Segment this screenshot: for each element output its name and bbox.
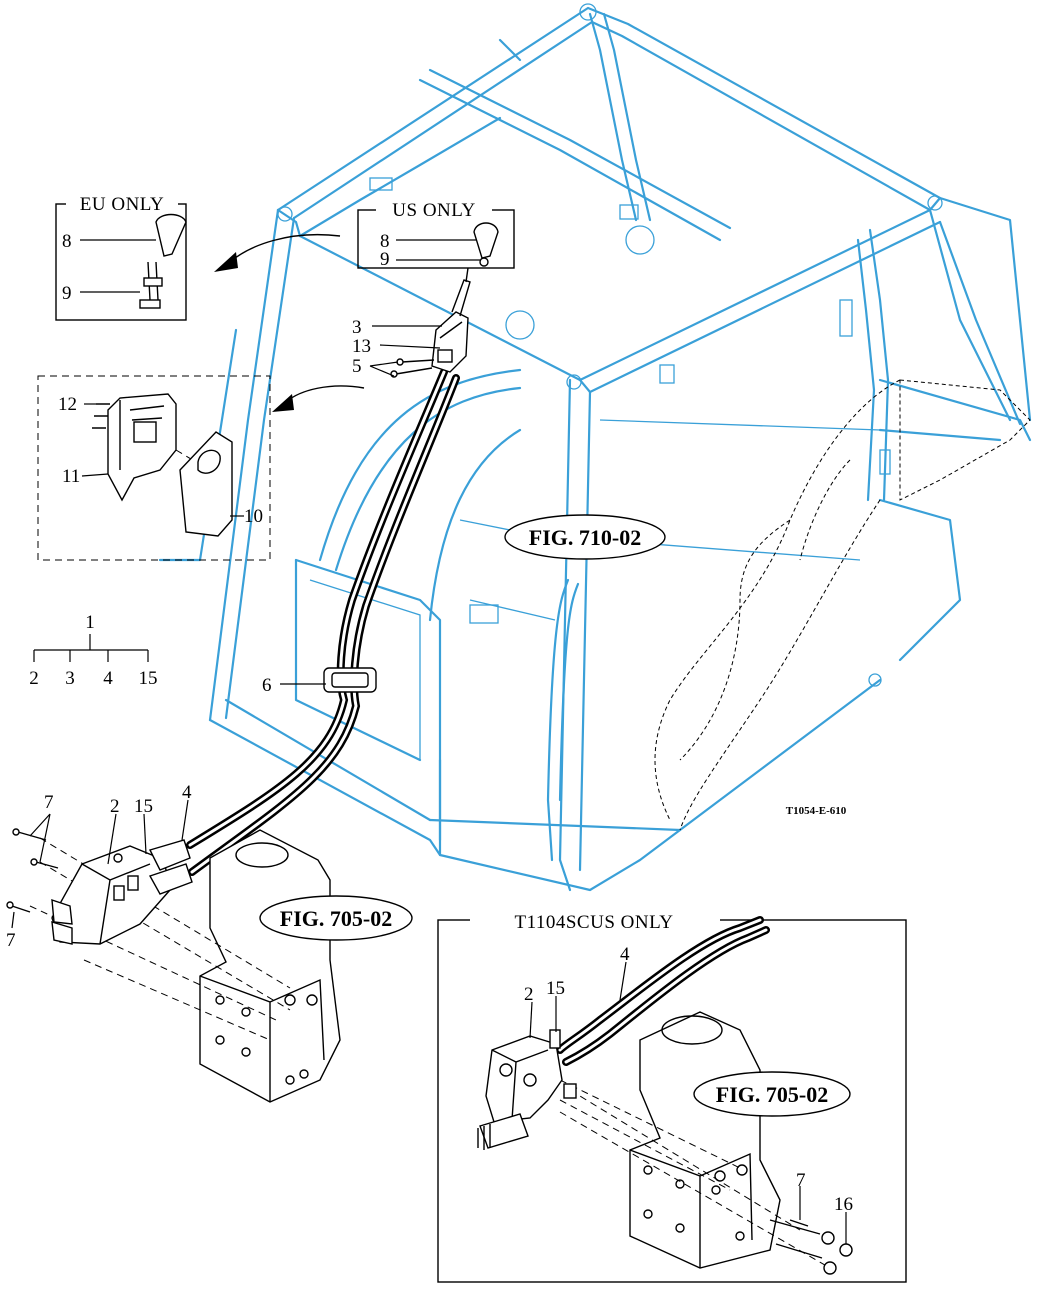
fig-710-ref: FIG. 710-02	[504, 514, 666, 560]
t1104-title: T1104SCUS ONLY	[514, 912, 673, 933]
t1104-box: T1104SCUS ONLY	[437, 908, 907, 1283]
cab-frame	[158, 3, 1032, 892]
tree-2: 2	[29, 668, 39, 689]
callout-us-9: 9	[380, 249, 390, 270]
callout-right-7: 7	[796, 1170, 806, 1191]
operator-seat-outline	[654, 379, 1031, 831]
control-lever-assembly	[431, 267, 471, 373]
callout-11: 11	[62, 466, 80, 487]
eu-only-title: EU ONLY	[80, 194, 164, 215]
lever-cover-box: 12 11 10	[37, 375, 271, 561]
fig-705-right-ref	[693, 1071, 851, 1117]
callout-left-15: 15	[134, 796, 153, 817]
callout-left-2: 2	[110, 796, 120, 817]
fig-705-left-ref: FIG. 705-02	[259, 895, 413, 941]
callout-left-4: 4	[182, 782, 192, 803]
left-valve-assembly: 7 2 15 4 7	[6, 782, 341, 1103]
callout-right-16: 16	[834, 1194, 853, 1215]
callout-6: 6	[262, 675, 272, 696]
fig-705-right-label: FIG. 705-02	[716, 1082, 828, 1107]
callout-eu-9: 9	[62, 283, 72, 304]
tree-4: 4	[103, 668, 113, 689]
leader-5	[369, 361, 399, 377]
callout-left-7b: 7	[6, 930, 16, 951]
callout-5: 5	[352, 356, 362, 377]
callout-10: 10	[244, 506, 263, 527]
callout-right-15: 15	[546, 978, 565, 999]
cover-arrow-head	[272, 394, 294, 412]
callout-12: 12	[58, 394, 77, 415]
tree-1: 1	[85, 612, 95, 633]
eu-arrow	[229, 233, 341, 263]
us-only-title: US ONLY	[392, 200, 475, 221]
callout-right-2: 2	[524, 984, 534, 1005]
assembly-tree: 1 2 3 4 15	[29, 612, 157, 689]
cable-grommet	[323, 667, 377, 693]
callout-13: 13	[352, 336, 371, 357]
tree-3: 3	[65, 668, 75, 689]
fig-705-left-label: FIG. 705-02	[280, 906, 392, 931]
tree-15: 15	[139, 668, 158, 689]
callout-us-8: 8	[380, 231, 390, 252]
control-cables	[186, 368, 460, 876]
cover-arrow	[285, 385, 365, 403]
eu-only-box: EU ONLY 8 9	[55, 194, 187, 321]
drawing-code: T1054-E-610	[786, 805, 847, 817]
eu-arrow-head	[214, 252, 238, 272]
callout-right-4: 4	[620, 944, 630, 965]
us-only-box: US ONLY 8 9	[357, 200, 515, 270]
callout-eu-8: 8	[62, 231, 72, 252]
leader-13	[379, 344, 441, 349]
callout-left-7a: 7	[44, 792, 54, 813]
callout-3: 3	[352, 317, 362, 338]
fig-710-label: FIG. 710-02	[529, 525, 641, 550]
